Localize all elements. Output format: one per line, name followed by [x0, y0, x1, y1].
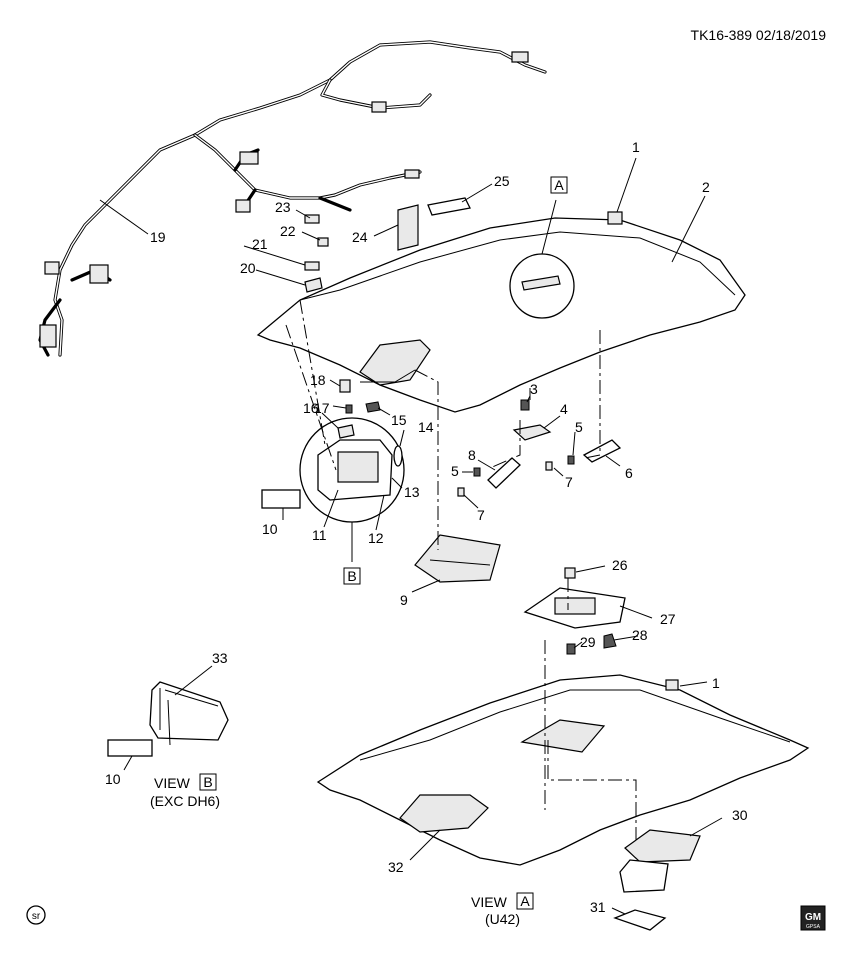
diagram-reference: TK16-389 02/18/2019: [691, 27, 827, 43]
callout-9: 9: [400, 592, 408, 608]
callout-32: 32: [388, 859, 404, 875]
callout-13: 13: [404, 484, 420, 500]
callout-28: 28: [632, 627, 648, 643]
callout-29: 29: [580, 634, 596, 650]
callout-31: 31: [590, 899, 606, 915]
view-b-caption: VIEW B (EXC DH6): [150, 773, 220, 809]
gm-logo: GM GPSA: [800, 905, 826, 931]
callout-1b: 1: [712, 675, 720, 691]
view-b-label: VIEW: [154, 775, 191, 791]
gm-logo-top: GM: [805, 912, 821, 923]
view-a-note: (U42): [485, 911, 520, 927]
callout-14: 14: [418, 419, 434, 435]
callout-5a: 5: [575, 419, 583, 435]
callout-7a: 7: [565, 474, 573, 490]
gm-logo-bottom: GPSA: [806, 924, 821, 930]
callout-17: 17: [314, 400, 330, 416]
callout-23: 23: [275, 199, 291, 215]
callout-33: 33: [212, 650, 228, 666]
callout-10a: 10: [262, 521, 278, 537]
view-b-note: (EXC DH6): [150, 793, 220, 809]
sr-badge: sr: [26, 905, 46, 925]
detail-circle-b: [299, 417, 405, 562]
callout-15: 15: [391, 412, 407, 428]
detail-circle-a: [509, 199, 575, 319]
callout-7b: 7: [477, 507, 485, 523]
callout-6: 6: [625, 465, 633, 481]
callout-24: 24: [352, 229, 368, 245]
callout-19: 19: [150, 229, 166, 245]
view-a-caption: VIEW A (U42): [471, 892, 534, 927]
callout-20: 20: [240, 260, 256, 276]
marker-a-letter: A: [554, 177, 564, 193]
callout-21: 21: [252, 236, 268, 252]
callout-18: 18: [310, 372, 326, 388]
callout-5b: 5: [451, 463, 459, 479]
view-a-label: VIEW: [471, 894, 508, 910]
wiring-harness: [38, 40, 547, 357]
callout-30: 30: [732, 807, 748, 823]
callout-2: 2: [702, 179, 710, 195]
callout-12: 12: [368, 530, 384, 546]
callout-11: 11: [312, 527, 327, 543]
callout-3: 3: [530, 381, 538, 397]
headliner-upper: [256, 211, 746, 413]
view-b-box-letter: B: [203, 774, 212, 790]
guide-lines: [285, 299, 637, 840]
callout-16: 16: [303, 400, 319, 416]
marker-a: A: [550, 176, 568, 194]
leader-lines: [99, 157, 723, 915]
view-a-box-letter: A: [520, 893, 530, 909]
marker-b: B: [343, 567, 361, 585]
headliner-lower: [316, 674, 810, 931]
callout-8: 8: [468, 447, 476, 463]
sunshade-view-b: [107, 681, 229, 757]
callout-27: 27: [660, 611, 676, 627]
callout-22: 22: [280, 223, 296, 239]
callout-labels: 1 2 3 4 5 5 6 7 7 8 9 10 10 11 12 13 14 …: [105, 139, 748, 915]
callout-10b: 10: [105, 771, 121, 787]
small-parts: [261, 197, 626, 655]
callout-26: 26: [612, 557, 628, 573]
callout-25: 25: [494, 173, 510, 189]
callout-4: 4: [560, 401, 568, 417]
marker-b-letter: B: [347, 568, 356, 584]
callout-1: 1: [632, 139, 640, 155]
sr-badge-text: sr: [32, 911, 41, 922]
